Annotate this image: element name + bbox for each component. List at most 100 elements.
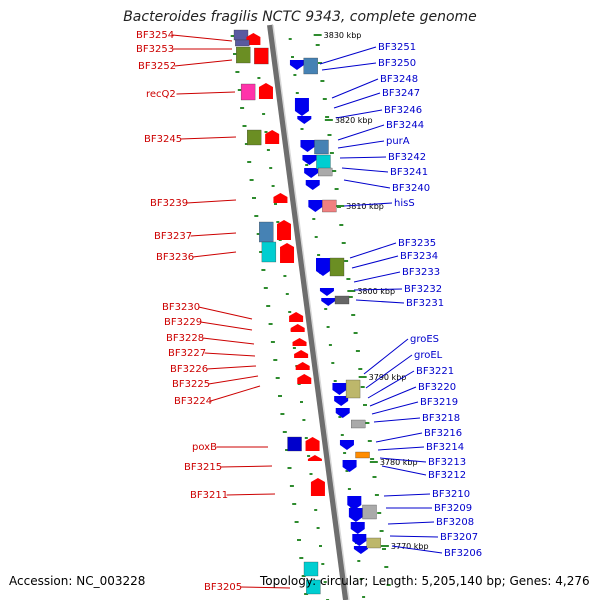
right-gene-label: BF3221 — [416, 366, 454, 377]
left-leader-line — [204, 352, 256, 357]
right-gene-label: BF3246 — [384, 105, 422, 116]
track-dot — [351, 314, 356, 316]
gene-arrow-down — [308, 200, 323, 212]
right-gene-label: groES — [410, 334, 439, 345]
gene-box — [318, 167, 333, 177]
track-dot — [319, 545, 322, 547]
gene-arrow-up — [280, 243, 295, 263]
track-dot — [309, 473, 313, 475]
gene-box — [322, 199, 337, 213]
right-leader-line — [389, 535, 439, 538]
right-gene-label: BF3206 — [444, 548, 482, 559]
gene-arrow-up — [305, 437, 320, 451]
right-gene-label: hisS — [394, 198, 415, 209]
track-dot — [345, 470, 349, 472]
left-leader-line — [226, 493, 276, 496]
left-leader-line — [202, 337, 255, 345]
track-dot — [230, 35, 235, 37]
gene-arrow-up — [265, 130, 280, 144]
track-dot — [295, 92, 299, 94]
gene-arrow-down — [297, 116, 312, 124]
gene-arrow-up — [294, 350, 309, 358]
track-dot — [261, 269, 266, 271]
track-dot — [321, 563, 325, 565]
left-gene-label: BF3253 — [136, 44, 174, 55]
gene-box — [236, 46, 251, 64]
track-dot — [300, 128, 304, 130]
track-dot — [263, 287, 268, 289]
track-dot — [266, 149, 270, 151]
track-dot — [339, 224, 344, 226]
right-leader-line — [367, 370, 415, 399]
right-leader-line — [319, 46, 377, 65]
right-gene-label: BF3210 — [432, 489, 470, 500]
track-dot — [340, 434, 344, 436]
right-gene-label: BF3244 — [386, 120, 424, 131]
track-dot — [300, 401, 303, 403]
gene-arrow-down — [316, 258, 330, 276]
right-gene-label: BF3234 — [400, 251, 438, 262]
track-dot — [357, 560, 361, 562]
track-dot — [302, 419, 306, 421]
track-dot — [365, 422, 370, 424]
track-dot — [264, 131, 268, 133]
gene-box — [316, 154, 331, 170]
left-leader-line — [220, 465, 273, 468]
gene-arrow-down — [350, 522, 365, 534]
left-gene-label: BF3239 — [150, 198, 188, 209]
right-leader-line — [351, 255, 399, 269]
gene-arrow-up — [258, 83, 273, 99]
track-dot — [285, 293, 289, 295]
track-dot — [287, 467, 292, 469]
track-dot — [344, 260, 349, 262]
gene-arrow-down — [304, 168, 319, 178]
gene-arrow-up — [295, 362, 310, 370]
track-dot — [292, 503, 297, 505]
gene-arrow-up — [246, 33, 261, 45]
gene-box — [240, 83, 256, 101]
right-leader-line — [337, 124, 385, 141]
track-dot — [328, 344, 332, 346]
gene-box — [355, 451, 370, 459]
kbp-label: 3770 kbp — [391, 542, 429, 551]
left-gene-label: BF3236 — [156, 252, 194, 263]
gene-arrow-up — [289, 312, 304, 322]
right-gene-label: BF3242 — [388, 152, 426, 163]
gene-arrow-up — [310, 478, 325, 496]
right-gene-label: BF3250 — [378, 58, 416, 69]
left-gene-label: BF3224 — [174, 396, 212, 407]
gene-arrow-down — [347, 496, 362, 510]
gene-box — [306, 579, 321, 595]
track-dot — [382, 548, 386, 550]
track-dot — [292, 347, 296, 349]
right-gene-label: BF3208 — [436, 517, 474, 528]
gene-arrow-up — [292, 338, 307, 346]
track-dot — [370, 458, 375, 460]
right-gene-label: BF3214 — [426, 442, 464, 453]
left-gene-label: BF3252 — [138, 61, 176, 72]
track-dot — [304, 437, 308, 439]
kbp-label: 3800 kbp — [357, 287, 395, 296]
track-dot — [282, 431, 287, 433]
track-dot — [257, 77, 261, 79]
track-dot — [252, 197, 256, 199]
track-dot — [301, 575, 306, 577]
track-dot — [280, 413, 285, 415]
gene-arrow-down — [335, 408, 350, 418]
track-dot — [291, 56, 294, 58]
right-leader-line — [365, 354, 413, 389]
track-dot — [273, 359, 278, 361]
left-leader-line — [172, 34, 233, 42]
right-leader-line — [381, 465, 427, 476]
gene-arrow-down — [353, 546, 368, 554]
right-leader-line — [341, 167, 389, 173]
right-leader-line — [337, 140, 385, 149]
track-dot — [274, 203, 277, 205]
track-dot — [269, 167, 273, 169]
track-dot — [237, 89, 242, 91]
gene-arrow-down — [348, 508, 363, 522]
left-gene-label: poxB — [192, 442, 217, 453]
gene-box — [247, 129, 262, 146]
track-dot — [338, 416, 342, 418]
right-gene-label: BF3235 — [398, 238, 436, 249]
